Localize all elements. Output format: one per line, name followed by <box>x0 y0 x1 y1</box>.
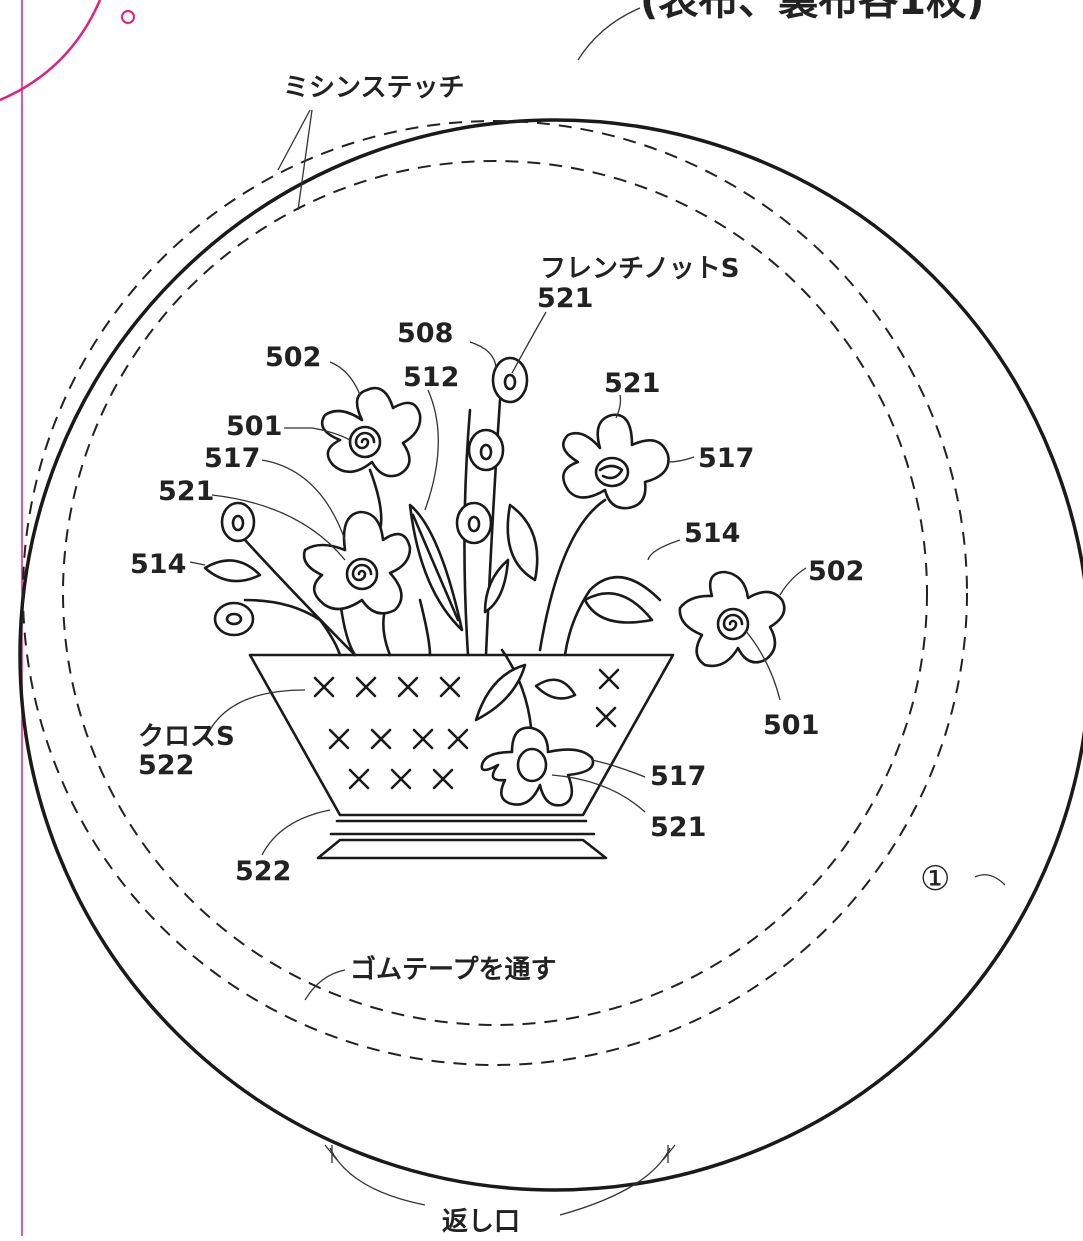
magenta-point <box>121 10 135 24</box>
num-512: 512 <box>403 362 459 393</box>
stems <box>243 398 662 742</box>
label-part-number: ① <box>920 859 950 899</box>
inner-stitch-line <box>62 160 928 1026</box>
header-leader <box>577 7 641 61</box>
num-501-right: 501 <box>763 710 819 741</box>
num-517-right: 517 <box>698 443 754 474</box>
num-521-bottom: 521 <box>650 812 706 843</box>
flower-right <box>678 570 786 668</box>
leader-machine-stitch-2 <box>297 109 313 211</box>
flower-middle-left <box>302 510 412 615</box>
num-522-cross: 522 <box>138 750 194 781</box>
leader-machine-stitch-1 <box>277 109 311 171</box>
label-french-knot: フレンチノットS <box>540 254 739 284</box>
label-rubber-tape: ゴムテープを通す <box>350 954 556 985</box>
num-502-right: 502 <box>808 556 864 587</box>
cross-stitches <box>313 668 620 790</box>
flower-top-right <box>562 413 670 510</box>
basket <box>248 653 675 860</box>
num-522-basket: 522 <box>235 856 291 887</box>
label-cross-stitch: クロスS <box>138 722 235 752</box>
flower-top-left <box>320 386 422 478</box>
num-517-bottom: 517 <box>650 761 706 792</box>
magenta-arc <box>0 0 102 102</box>
french-knots <box>213 356 529 637</box>
num-514-left: 514 <box>130 549 186 580</box>
label-return-opening: 返し口 <box>442 1207 520 1236</box>
num-521-left: 521 <box>158 476 214 507</box>
num-501-left: 501 <box>226 411 282 442</box>
label-machine-stitch: ミシンステッチ <box>283 73 464 103</box>
flower-basket <box>480 726 595 807</box>
leader-lines <box>189 311 1006 1216</box>
num-514-right: 514 <box>684 518 740 549</box>
num-521-flower: 521 <box>604 368 660 399</box>
leaves <box>203 503 654 722</box>
num-508: 508 <box>397 318 453 349</box>
num-521-top: 521 <box>537 283 593 314</box>
outer-circle <box>18 118 1083 1192</box>
header-fragment: (表布、裏布各1枚) <box>640 0 984 24</box>
num-502-left: 502 <box>265 342 321 373</box>
outer-stitch-line <box>22 120 968 1066</box>
num-517-left: 517 <box>204 443 260 474</box>
